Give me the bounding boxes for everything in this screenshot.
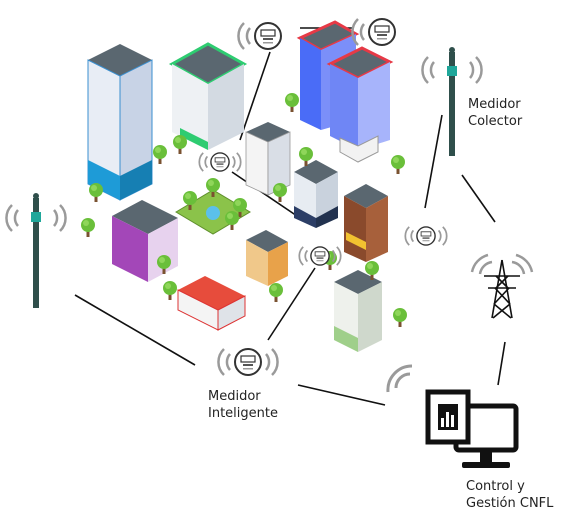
brown-building (344, 184, 388, 262)
link-tower-control (497, 341, 506, 386)
transmission-tower-icon (470, 253, 534, 319)
label-medidor-inteligente-line2: Inteligente (208, 406, 278, 421)
navy-building (294, 160, 338, 228)
label-medidor-colector-line1: Medidor (468, 97, 521, 112)
link-colector-tower (461, 174, 496, 223)
control-monitor-icon (386, 364, 519, 468)
link-meter-control (297, 384, 386, 406)
medidor-colector-pole (421, 47, 483, 156)
meter-right (404, 226, 448, 246)
label-medidor-inteligente: Medidor Inteligente (208, 388, 278, 422)
link-top-meter-down (239, 51, 271, 141)
connection-lines (74, 27, 506, 406)
meter-top-left (237, 21, 282, 51)
label-medidor-colector-line2: Colector (468, 114, 523, 129)
green-trim-building (168, 42, 248, 150)
meter-inteligente (217, 347, 279, 377)
label-medidor-colector: Medidor Colector (468, 96, 522, 130)
purple-building (112, 200, 178, 282)
center-white-building (245, 122, 291, 196)
link-meter-up (267, 267, 316, 341)
left-collector-pole (5, 193, 67, 308)
park-fountain (206, 206, 220, 220)
label-control-gestion: Control y Gestión CNFL (466, 478, 553, 512)
meter-top-right (351, 17, 396, 47)
label-control-gestion-line2: Gestión CNFL (466, 496, 554, 511)
link-meter-center (231, 171, 301, 219)
link-left-pole-meter (74, 294, 196, 366)
red-blue-building (296, 20, 394, 163)
label-control-gestion-line1: Control y (466, 479, 525, 494)
link-colector-meter (424, 114, 443, 209)
label-medidor-inteligente-line1: Medidor (208, 389, 261, 404)
tall-blue-building (87, 44, 153, 201)
green-store-building (334, 270, 382, 352)
meter-center-left (198, 152, 242, 172)
red-station (177, 276, 246, 331)
orange-building (246, 230, 288, 286)
